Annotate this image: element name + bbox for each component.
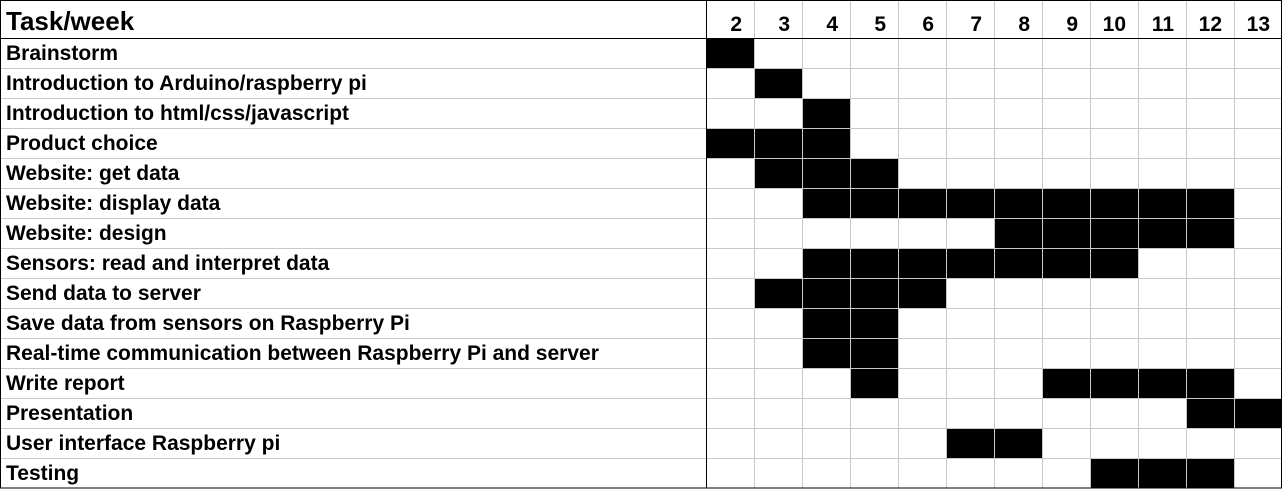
task-bar-cell [1090,368,1138,398]
task-bar-cell [802,338,850,368]
task-bar-cell [1042,188,1090,218]
task-bar-cell [850,188,898,218]
week-label: 9 [1066,13,1078,36]
task-bar-cell [850,158,898,188]
task-label: Presentation [6,402,133,425]
task-bar-cell [1138,218,1186,248]
task-label: Introduction to html/css/javascript [6,102,349,125]
task-label: Product choice [6,132,158,155]
task-bar-cell [754,278,802,308]
task-bar-cell [898,278,946,308]
week-label: 11 [1152,13,1175,36]
task-bar-cell [946,428,994,458]
task-bar-cell [802,308,850,338]
week-label: 2 [730,13,742,36]
task-bar-cell [946,248,994,278]
task-bar-cell [802,278,850,308]
task-bar-cell [1186,398,1234,428]
week-label: 12 [1199,13,1222,36]
task-bar-cell [850,248,898,278]
task-label: Send data to server [6,282,201,305]
task-label: Save data from sensors on Raspberry Pi [6,312,410,335]
task-label: User interface Raspberry pi [6,432,280,455]
task-bar-cell [706,38,754,68]
task-bar-cell [946,188,994,218]
task-bar-cell [1186,188,1234,218]
week-label: 10 [1103,13,1126,36]
task-label: Brainstorm [6,42,118,65]
task-bar-cell [850,278,898,308]
task-bar-cell [898,188,946,218]
task-bar-cell [1138,368,1186,398]
task-bar-cell [994,218,1042,248]
task-bar-cell [802,128,850,158]
task-bar-cell [754,158,802,188]
task-bar-cell [802,188,850,218]
task-bar-cell [1090,458,1138,488]
task-label: Website: display data [6,192,221,215]
week-label: 8 [1018,13,1030,36]
task-bar-cell [994,428,1042,458]
task-bar-cell [1090,218,1138,248]
task-bar-cell [850,338,898,368]
task-label: Sensors: read and interpret data [6,252,330,275]
week-labels: 2 3 4 5 6 7 8 9 10 11 12 13 [730,13,1270,36]
task-bar-cell [802,158,850,188]
task-bar-cell [850,368,898,398]
cell-grid [706,38,1282,488]
task-bar-cell [706,128,754,158]
week-label: 6 [922,13,934,36]
task-bar-cell [1138,188,1186,218]
week-label: 5 [874,13,886,36]
header-label: Task/week [6,6,135,36]
task-bar-cell [1042,248,1090,278]
task-bar-cell [898,248,946,278]
task-bar-cell [1090,188,1138,218]
week-label: 3 [778,13,790,36]
week-label: 7 [970,13,982,36]
task-label: Real-time communication between Raspberr… [6,342,599,365]
task-bar-cell [1186,458,1234,488]
task-bar-cell [1042,368,1090,398]
task-bar-cell [1186,368,1234,398]
task-bar-cell [850,308,898,338]
week-label: 13 [1247,13,1270,36]
task-label: Website: design [6,222,167,245]
task-bar-cell [994,188,1042,218]
task-bar-cell [1138,458,1186,488]
task-bar-cell [994,248,1042,278]
task-bar-cell [802,248,850,278]
week-label: 4 [826,13,838,36]
task-bar-cell [1234,398,1282,428]
task-bar-cell [1042,218,1090,248]
task-label: Testing [6,462,79,485]
task-label: Website: get data [6,162,180,185]
task-bar-cell [802,98,850,128]
task-label: Write report [6,372,125,395]
task-bar-cell [754,128,802,158]
task-bar-cell [1090,248,1138,278]
task-label: Introduction to Arduino/raspberry pi [6,72,367,95]
task-bar-cell [1186,218,1234,248]
task-bar-cell [754,68,802,98]
